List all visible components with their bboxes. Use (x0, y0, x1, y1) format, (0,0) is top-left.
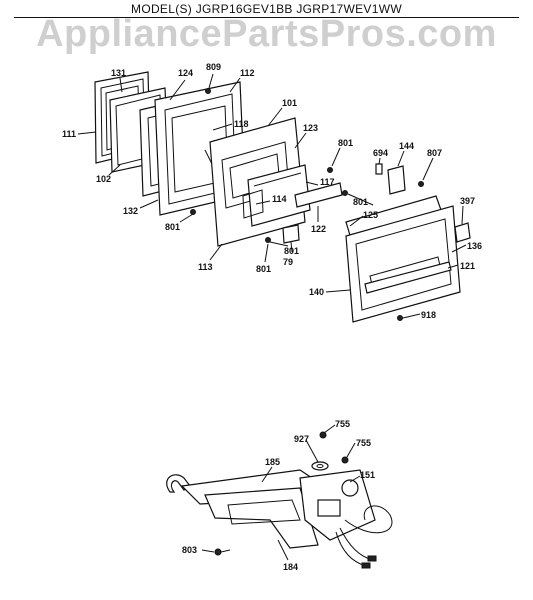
callout-118: 118 (234, 119, 249, 129)
callout-801b: 801 (165, 222, 180, 232)
callout-122: 122 (311, 224, 326, 234)
title-divider (14, 17, 519, 18)
callout-123: 123 (303, 123, 318, 133)
part-140-outer-door (345, 205, 461, 323)
callout-111: 111 (62, 129, 76, 139)
callout-927: 927 (294, 434, 309, 444)
callout-801a: 801 (338, 138, 353, 148)
part-397-end-cap (454, 222, 471, 243)
models-title: MODEL(S) JGRP16GEV1BB JGRP17WEV1WW (131, 2, 402, 16)
screw-icons (190, 88, 424, 321)
callout-112: 112 (240, 68, 255, 78)
callout-131: 131 (111, 68, 126, 78)
callout-114: 114 (272, 194, 287, 204)
callout-113: 113 (198, 262, 213, 272)
callout-144: 144 (399, 141, 414, 151)
callout-801c: 801 (353, 197, 368, 207)
callout-184: 184 (283, 562, 298, 572)
part-117-glass-panel (247, 164, 311, 227)
part-114-shield (242, 189, 264, 219)
callout-151: 151 (360, 470, 375, 480)
leader-lines-door (77, 73, 467, 319)
callout-117: 117 (320, 177, 335, 187)
callout-801d: 801 (256, 264, 271, 274)
callout-694: 694 (373, 148, 388, 158)
callout-801e: 801 (284, 246, 299, 256)
callout-140: 140 (309, 287, 324, 297)
part-122-seal-strip (294, 182, 343, 208)
part-694-clip (375, 163, 383, 175)
callout-79: 79 (283, 257, 293, 267)
callout-136: 136 (467, 241, 482, 251)
part-144-hinge-plate (387, 165, 406, 195)
callout-807: 807 (427, 148, 442, 158)
part-79-bracket (282, 224, 300, 244)
callout-101: 101 (282, 98, 297, 108)
callout-803: 803 (182, 545, 197, 555)
callout-124: 124 (178, 68, 193, 78)
callout-755b: 755 (356, 438, 371, 448)
watermark: AppliancePartsPros.com (36, 13, 497, 55)
callout-755a: 755 (335, 419, 350, 429)
callout-121: 121 (460, 261, 475, 271)
callout-132: 132 (123, 206, 138, 216)
callout-397: 397 (460, 196, 475, 206)
callout-918: 918 (421, 310, 436, 320)
callout-809: 809 (206, 62, 221, 72)
callout-102: 102 (96, 174, 111, 184)
callout-125: 125 (363, 210, 378, 220)
leader-lines-hinge (201, 424, 361, 561)
callout-185: 185 (265, 457, 280, 467)
hinge-assembly (166, 431, 393, 569)
callout-labels: 131 124 809 112 111 102 118 101 123 801 … (62, 62, 482, 572)
part-121-handle (364, 261, 452, 294)
